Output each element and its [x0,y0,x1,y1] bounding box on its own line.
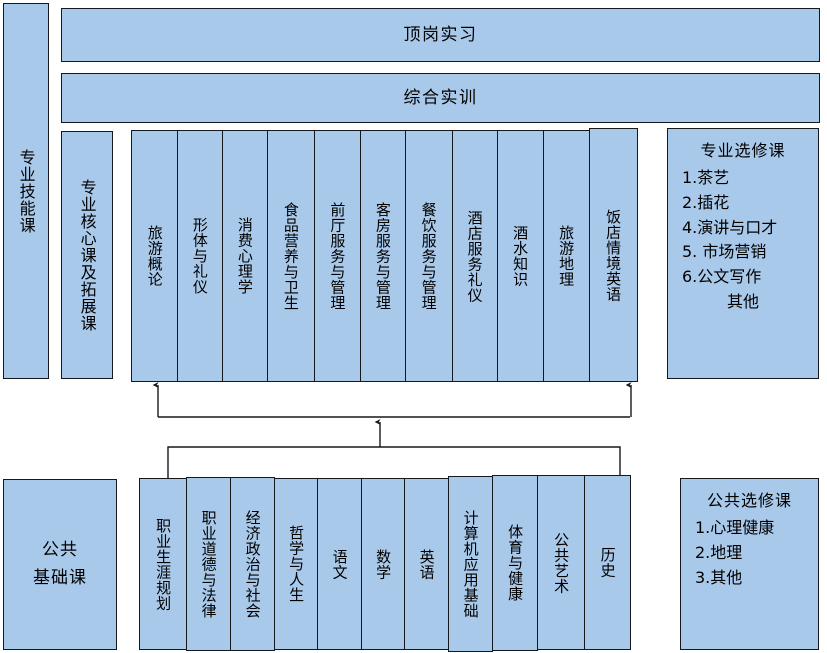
category-box-skill-track: 专业技能课 [3,3,49,379]
course-label-professional-0: 旅游概论 [145,225,164,287]
category-label-public-base-line1: 公共 [42,540,78,561]
public-electives-item-2: 3.其他 [695,567,743,587]
course-column-professional-8: 酒水知识 [496,130,544,382]
course-label-public-5: 数学 [374,548,393,580]
professional-electives-item-1: 2.插花 [682,192,730,212]
course-label-professional-9: 旅游地理 [557,225,576,287]
course-label-public-4: 语文 [330,548,349,580]
course-label-professional-6: 餐饮服务与管理 [419,201,438,311]
course-column-public-5: 数学 [361,478,405,650]
category-label-core-track: 专业核心课及拓展课 [77,178,97,332]
course-column-public-9: 公共艺术 [537,475,585,650]
course-column-professional-0: 旅游概论 [131,130,179,382]
professional-electives-box: 专业选修课 1.茶艺 2.插花 4.演讲与口才 5. 市场营销 6.公文写作 其… [667,128,819,379]
course-column-public-1: 职业道德与法律 [186,477,231,651]
course-label-public-8: 体育与健康 [506,524,525,602]
professional-electives-item-other: 其他 [726,291,759,311]
course-label-professional-3: 食品营养与卫生 [281,201,300,311]
course-label-public-3: 哲学与人生 [287,525,306,603]
course-column-professional-9: 旅游地理 [542,130,590,382]
course-column-public-8: 体育与健康 [492,475,538,651]
course-label-public-9: 公共艺术 [552,531,571,594]
course-column-public-0: 职业生涯规划 [139,478,187,650]
professional-electives-item-0: 1.茶艺 [682,168,730,187]
course-label-professional-4: 前厅服务与管理 [328,201,347,311]
course-label-professional-1: 形体与礼仪 [190,217,209,295]
course-column-public-3: 哲学与人生 [274,478,318,650]
category-label-public-base: 公共 基础课 [33,537,87,591]
professional-electives-item-3: 5. 市场营销 [682,242,767,262]
category-label-skill-track: 专业技能课 [16,148,36,234]
professional-courses-row: 旅游概论 形体与礼仪 消费心理学 食品营养与卫生 前厅服务与管理 客房服务与管理… [131,128,651,382]
course-label-public-10: 历史 [598,547,617,578]
public-electives-title: 公共选修课 [706,491,792,510]
banner-box-internship: 顶岗实习 [61,8,820,62]
course-label-public-6: 英语 [417,548,436,580]
course-label-public-7: 计算机应用基础 [461,509,480,619]
course-label-professional-8: 酒水知识 [511,225,530,287]
public-electives-item-0: 1.心理健康 [695,518,775,537]
banner-label-internship: 顶岗实习 [403,24,478,45]
professional-electives-item-2: 4.演讲与口才 [682,217,778,237]
course-column-public-2: 经济政治与社会 [230,477,275,651]
course-column-public-7: 计算机应用基础 [448,476,493,652]
course-column-professional-2: 消费心理学 [221,130,268,382]
professional-electives-title: 专业选修课 [700,141,786,160]
course-column-public-6: 英语 [404,478,449,650]
course-label-professional-7: 酒店服务礼仪 [465,209,484,303]
course-column-public-4: 语文 [317,478,362,650]
course-label-public-1: 职业道德与法律 [199,509,218,619]
banner-box-comprehensive-training: 综合实训 [61,73,820,123]
category-label-public-base-line2: 基础课 [33,567,87,588]
course-column-public-10: 历史 [584,475,631,650]
category-box-public-base: 公共 基础课 [3,479,117,650]
public-electives-box: 公共选修课 1.心理健康 2.地理 3.其他 [680,478,819,650]
course-label-professional-2: 消费心理学 [235,217,254,295]
course-label-public-2: 经济政治与社会 [243,509,262,619]
public-electives-item-1: 2.地理 [695,542,743,562]
course-column-professional-10: 饭店情境英语 [588,128,638,382]
course-column-professional-4: 前厅服务与管理 [313,130,361,382]
course-label-professional-10: 饭店情境英语 [604,208,623,302]
professional-electives-item-4: 6.公文写作 [682,267,762,287]
course-column-professional-5: 客房服务与管理 [360,130,406,382]
category-box-core-track: 专业核心课及拓展课 [61,131,113,379]
course-column-professional-1: 形体与礼仪 [177,130,223,382]
course-column-professional-6: 餐饮服务与管理 [404,130,453,382]
public-courses-row: 职业生涯规划 职业道德与法律 经济政治与社会 哲学与人生 语文 数学 英语 计算… [139,475,641,652]
course-column-professional-3: 食品营养与卫生 [267,130,315,382]
course-column-professional-7: 酒店服务礼仪 [451,130,498,382]
course-label-public-0: 职业生涯规划 [154,517,173,611]
banner-label-comprehensive-training: 综合实训 [403,87,478,108]
course-label-professional-5: 客房服务与管理 [373,201,392,311]
